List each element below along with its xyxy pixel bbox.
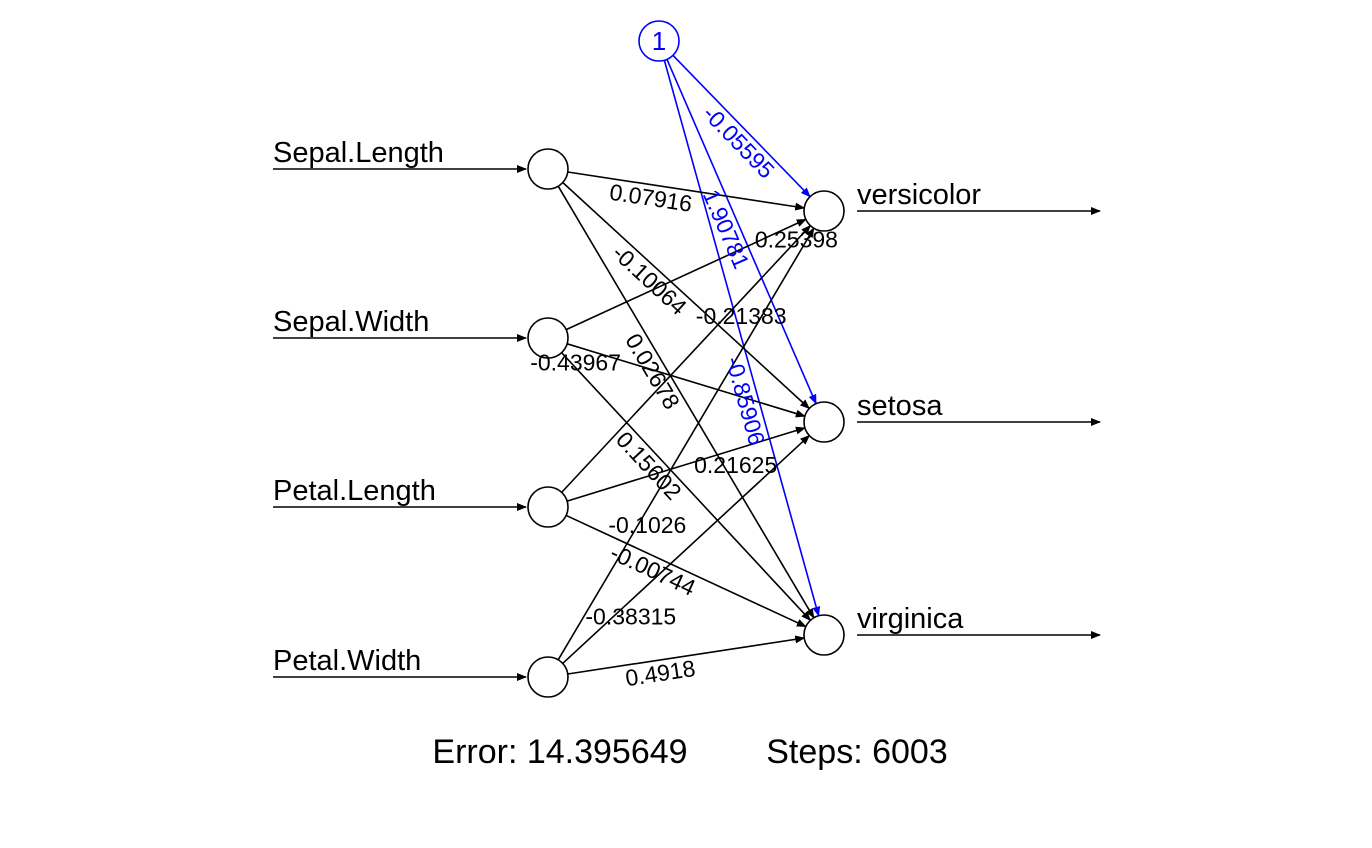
input-label: Sepal.Width [273, 306, 429, 338]
weight-edge [566, 426, 806, 502]
input-label: Petal.Length [273, 475, 436, 507]
weight-edge [567, 171, 806, 211]
output-node [803, 190, 845, 232]
bias-node-label: 1 [652, 26, 666, 56]
weight-label: -0.00744 [606, 539, 699, 601]
weight-label: -0.21383 [696, 303, 787, 329]
weight-label: -0.1026 [608, 512, 686, 538]
bias-edge [663, 60, 821, 617]
input-label: Sepal.Length [273, 137, 444, 169]
bias-node [638, 20, 680, 62]
weight-edge [557, 227, 815, 661]
input-node [527, 148, 569, 190]
input-label: Petal.Width [273, 645, 421, 677]
weight-label: -0.43967 [530, 349, 621, 375]
weight-label: 0.4918 [624, 655, 697, 691]
weight-label: 0.15602 [611, 426, 687, 505]
input-node [527, 317, 569, 359]
bias-weight-label: -0.85906 [721, 354, 770, 448]
input-node [527, 656, 569, 698]
bias-edge [672, 54, 811, 198]
error-label: Error: 14.395649 [432, 733, 687, 771]
weight-edge [561, 352, 812, 622]
bias-edge [666, 59, 817, 405]
weight-edge [567, 635, 806, 675]
weight-label: -0.38315 [585, 604, 676, 630]
output-node [803, 401, 845, 443]
weight-label: 0.25398 [755, 227, 838, 253]
weight-edge [562, 181, 810, 410]
weight-label: 0.07916 [608, 179, 694, 217]
weight-edge [565, 514, 807, 628]
weight-edge [557, 185, 815, 619]
output-node [803, 614, 845, 656]
output-label: versicolor [857, 179, 981, 211]
weight-label: -0.10064 [607, 240, 692, 321]
output-label: virginica [857, 603, 964, 635]
input-node [527, 486, 569, 528]
steps-label: Steps: 6003 [766, 733, 947, 771]
weight-label: 0.21625 [694, 452, 777, 478]
output-label: setosa [857, 390, 943, 422]
weight-edge [561, 224, 812, 493]
weight-edge [562, 434, 811, 665]
weight-edge [566, 343, 806, 418]
bias-weight-label: -0.05595 [698, 100, 780, 183]
weight-edge [565, 218, 807, 331]
